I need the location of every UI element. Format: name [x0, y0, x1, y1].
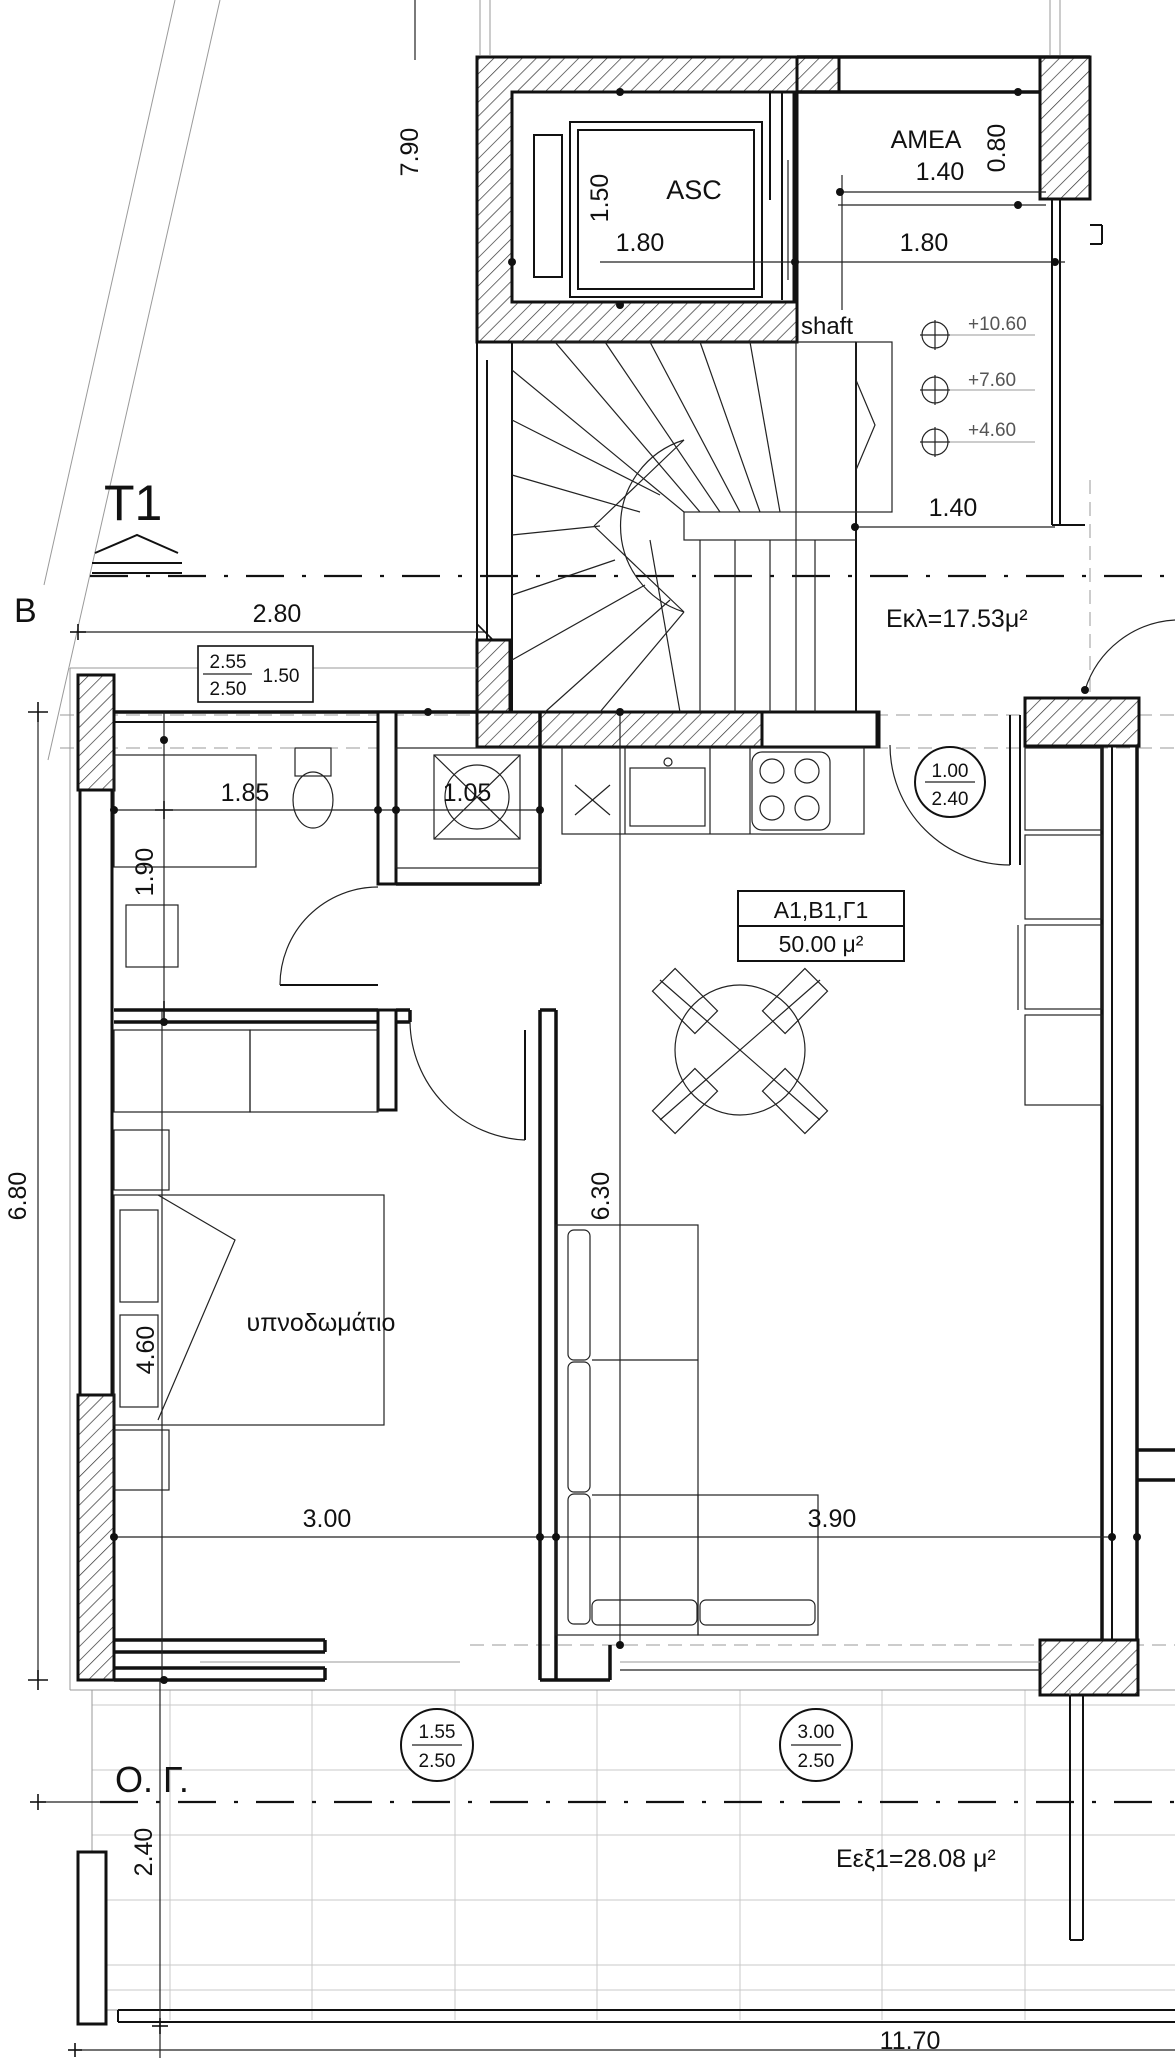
dim-190: 1.90 — [131, 848, 159, 897]
opening-tag-top: 3.00 — [798, 1722, 835, 1743]
level-label: +10.60 — [968, 314, 1027, 335]
dim-180a: 1.80 — [616, 229, 665, 257]
level-marker-2: +7.60 — [920, 370, 1035, 405]
level-label: +7.60 — [968, 370, 1016, 391]
window-tag-side: 1.50 — [263, 666, 300, 687]
opening-tag-bottom: 2.50 — [419, 1751, 456, 1772]
room-label-shaft: shaft — [801, 313, 853, 340]
dimension-labels: 7.90 1.50 1.80 1.80 1.40 0.80 1.40 2.80 … — [4, 124, 1011, 2055]
plan-labels: B Ο. Γ. ASC ΑΜΕΑ shaft υπνοδωμάτιο Εκλ=1… — [14, 126, 1028, 1873]
dim-790: 7.90 — [396, 128, 424, 177]
dimension-lines — [28, 0, 1175, 2058]
dim-1170: 11.70 — [880, 2027, 941, 2055]
interior-walls — [114, 710, 1040, 1682]
opening-tag-3: 3.00 2.50 — [779, 1708, 853, 1782]
dim-390: 3.90 — [808, 1505, 857, 1533]
dim-680: 6.80 — [4, 1172, 32, 1221]
grid-label-b: B — [14, 592, 37, 630]
room-label-bedroom: υπνοδωμάτιο — [247, 1309, 396, 1337]
window-tag: 2.55 2.50 1.50 — [197, 645, 314, 703]
level-marker-1: +10.60 — [920, 314, 1035, 350]
section-marker-label: T1 — [104, 475, 162, 531]
dim-080: 0.80 — [983, 124, 1011, 173]
room-label-elevator: ASC — [666, 175, 722, 205]
opening-tag-top: 1.55 — [419, 1722, 456, 1743]
dim-140b: 1.40 — [929, 494, 978, 522]
opening-tag-bottom: 2.50 — [798, 1751, 835, 1772]
dim-280: 2.80 — [253, 600, 302, 628]
balcony-area-label: Εεξ1=28.08 μ² — [836, 1845, 996, 1873]
dim-140a: 1.40 — [916, 158, 965, 186]
grid-label-og: Ο. Γ. — [115, 1759, 189, 1800]
room-label-accessible: ΑΜΕΑ — [891, 126, 962, 154]
balcony-railing — [76, 1850, 1175, 2026]
opening-tag-1: 1.00 2.40 — [914, 746, 986, 818]
dim-460: 4.60 — [132, 1326, 160, 1375]
dim-240: 2.40 — [130, 1828, 158, 1877]
apartment-area: 50.00 μ² — [779, 931, 864, 957]
dining-set — [651, 967, 829, 1135]
level-label: +4.60 — [968, 420, 1016, 441]
dim-630: 6.30 — [587, 1172, 615, 1221]
sofa — [555, 1224, 819, 1636]
apartment-name: Α1,Β1,Γ1 — [774, 897, 869, 923]
column-markers — [110, 88, 1141, 1684]
elevator-core — [475, 55, 1103, 749]
dim-150: 1.50 — [586, 174, 614, 223]
level-marker-3: +4.60 — [920, 420, 1035, 457]
plot-boundary-lines — [43, 0, 1061, 761]
dim-185: 1.85 — [221, 779, 270, 807]
window-tag-top: 2.55 — [210, 652, 247, 673]
dim-180b: 1.80 — [900, 229, 949, 257]
kitchen-counter — [561, 747, 865, 835]
opening-tag-top: 1.00 — [932, 761, 969, 782]
section-marker: T1 — [92, 475, 182, 574]
opening-tag-bottom: 2.40 — [932, 789, 969, 810]
apartment-tag: Α1,Β1,Γ1 50.00 μ² — [737, 890, 905, 962]
bedroom-furniture — [113, 1029, 385, 1491]
dim-105: 1.05 — [443, 779, 492, 807]
right-wall-cabinets — [1017, 747, 1103, 1106]
bathroom-fixtures — [113, 747, 542, 968]
apartment-walls — [69, 619, 1175, 1941]
opening-tag-2: 1.55 2.50 — [400, 1708, 474, 1782]
dim-300: 3.00 — [303, 1505, 352, 1533]
stair-area-label: Εκλ=17.53μ² — [886, 605, 1028, 633]
level-markers: +10.60 +7.60 +4.60 — [920, 314, 1035, 457]
balcony-tile-grid — [91, 1689, 1175, 2020]
window-tag-bottom: 2.50 — [210, 679, 247, 700]
